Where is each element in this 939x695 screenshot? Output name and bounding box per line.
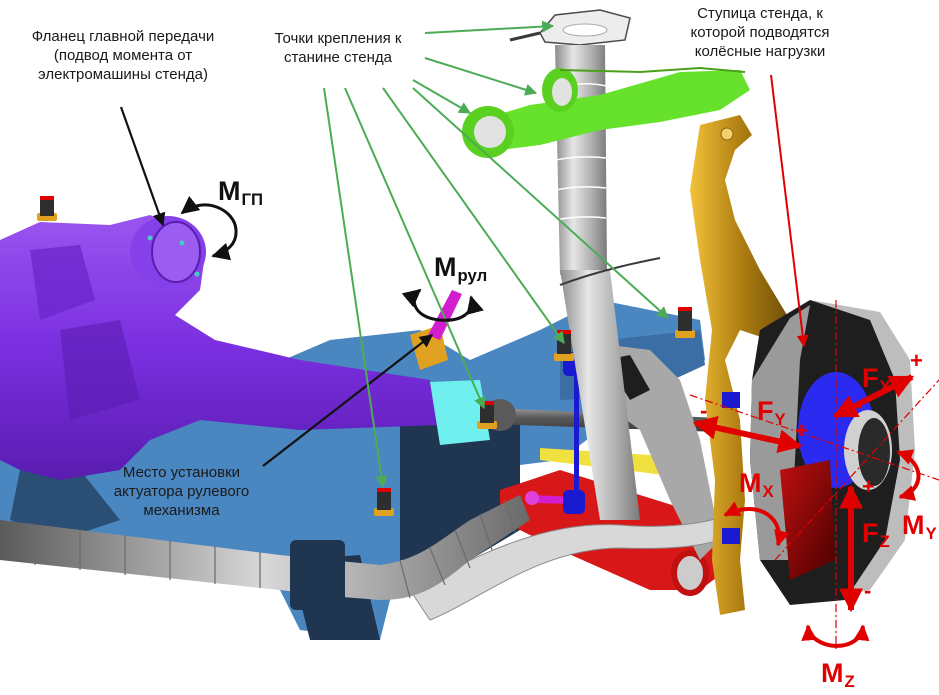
mx-arrow xyxy=(723,501,790,547)
fy-label: FY xyxy=(757,396,786,429)
subscript: рул xyxy=(457,266,488,286)
symbol: F xyxy=(862,363,879,393)
caption-line: Ступица стенда, к xyxy=(697,5,823,22)
fz-minus-sign: - xyxy=(864,578,872,603)
caption-line: Фланец главной передачи xyxy=(31,28,215,45)
caption-line: колёсные нагрузки xyxy=(694,43,826,60)
subscript: ГП xyxy=(241,190,264,210)
mount-leader-arrow xyxy=(424,57,538,96)
subscript: Z xyxy=(844,672,855,692)
mount-leader-arrow xyxy=(382,87,565,344)
mount-pin xyxy=(37,196,57,221)
fz-plus-sign: + xyxy=(862,474,875,499)
mount-pin xyxy=(374,488,394,516)
steering-knuckle xyxy=(690,115,790,615)
fx-plus-sign: + xyxy=(910,348,923,373)
corrugated-hose xyxy=(0,495,530,610)
mount-leader-arrow xyxy=(344,87,486,410)
symbol: F xyxy=(862,518,879,548)
caption-line: механизма xyxy=(143,502,220,519)
actuator-leader-arrow xyxy=(262,334,434,467)
mz-label: MZ xyxy=(821,658,855,691)
symbol: M xyxy=(434,252,457,282)
steering-actuator-caption: Место установки актуатора рулевого механ… xyxy=(94,463,269,520)
mount-leader-arrow xyxy=(323,87,388,489)
caption-line: станине стенда xyxy=(284,49,392,66)
main-gear-flange-caption: Фланец главной передачи (подвод момента … xyxy=(0,27,246,84)
caption-line: (подвод момента от xyxy=(53,47,193,64)
my-label: MY xyxy=(902,510,937,543)
steering-moment-arrow xyxy=(401,288,484,322)
mount-pin xyxy=(477,401,497,429)
symbol: F xyxy=(757,396,774,426)
subscript: Z xyxy=(879,532,890,552)
mount-leader-arrow xyxy=(412,79,472,114)
fz-label: FZ xyxy=(862,518,890,551)
subscript: Y xyxy=(925,524,937,544)
mount-pin xyxy=(675,307,695,338)
stabilizer-rod-end xyxy=(525,491,539,505)
leader-lines-green xyxy=(323,20,669,489)
steering-moment-label: Mрул xyxy=(434,252,487,285)
mz-arrow xyxy=(801,624,870,648)
lower-arm-bushing xyxy=(671,550,709,596)
subscript: Y xyxy=(774,410,786,430)
caption-line: Точки крепления к xyxy=(274,30,402,47)
caption-line: которой подводятся xyxy=(690,24,830,41)
subscript: X xyxy=(762,482,774,502)
main-gear-moment-arrow xyxy=(180,195,238,261)
mount-leader-arrow xyxy=(412,87,669,319)
fy-minus-sign: - xyxy=(700,398,708,423)
test-hub xyxy=(722,300,915,605)
fy-plus-sign: + xyxy=(795,418,808,443)
mount-leader-arrow xyxy=(424,20,555,34)
mx-label: MX xyxy=(739,468,774,501)
symbol: M xyxy=(821,658,844,688)
test-hub-caption: Ступица стенда, к которой подводятся кол… xyxy=(650,4,870,61)
hub-leader-arrow xyxy=(770,74,809,348)
mount-pins xyxy=(37,196,695,516)
wheel-load-arrows xyxy=(692,374,921,648)
main-gear-moment-label: MГП xyxy=(218,176,263,209)
my-arrow xyxy=(896,449,921,501)
caption-line: электромашины стенда) xyxy=(38,66,208,83)
symbol: M xyxy=(739,468,762,498)
subscript: X xyxy=(879,377,891,397)
caption-line: Место установки xyxy=(122,464,241,481)
flange-leader-arrow xyxy=(119,106,166,227)
fy-arrow xyxy=(692,415,803,454)
symbol: M xyxy=(218,176,241,206)
fx-minus-sign: - xyxy=(855,393,863,418)
caption-line: актуатора рулевого xyxy=(113,483,250,500)
mount-points-caption: Точки крепления к станине стенда xyxy=(253,29,423,67)
fx-label: FX xyxy=(862,363,891,396)
fx-arrow xyxy=(832,374,915,419)
leader-lines-black xyxy=(119,106,434,467)
symbol: M xyxy=(902,510,925,540)
